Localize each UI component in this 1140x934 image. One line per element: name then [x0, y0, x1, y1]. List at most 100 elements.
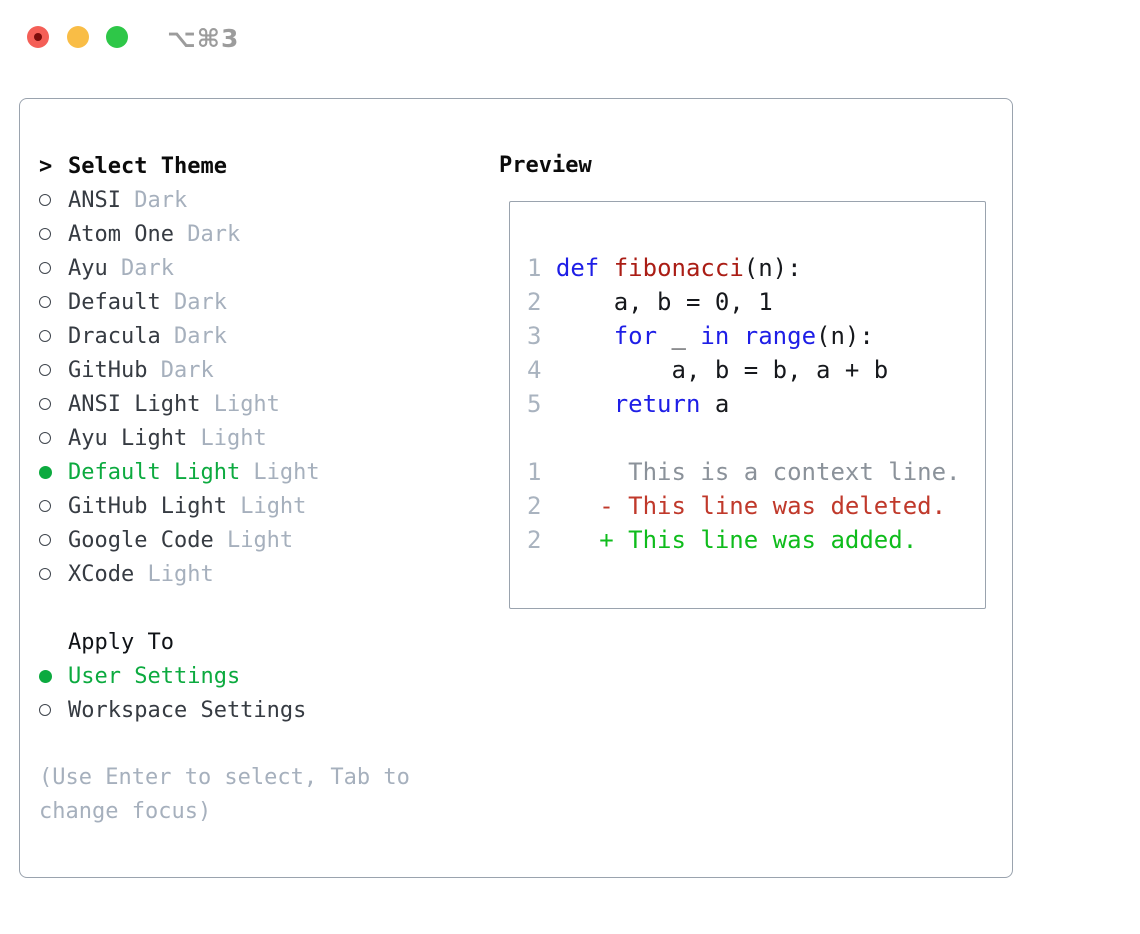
- theme-variant-tag: Dark: [173, 221, 241, 247]
- radio-unselected-icon: [39, 262, 51, 274]
- theme-option[interactable]: ANSI Dark: [39, 183, 320, 217]
- theme-variant-tag: Light: [213, 527, 294, 553]
- marker-cell: >: [39, 154, 68, 179]
- code-segment: a, b = b, a + b: [555, 356, 889, 384]
- radio-selected-icon: [39, 465, 52, 479]
- theme-option[interactable]: Ayu Light Light: [39, 421, 320, 455]
- marker-cell: [39, 262, 68, 274]
- theme-variant-tag: Dark: [107, 255, 174, 281]
- line-number: 3: [527, 322, 556, 350]
- marker-cell: [39, 534, 68, 546]
- radio-unselected-icon: [39, 364, 51, 376]
- theme-option[interactable]: Default Dark: [39, 285, 320, 319]
- theme-option-label: Ayu: [68, 255, 108, 281]
- theme-option[interactable]: Atom One Dark: [39, 217, 320, 251]
- line-number: 1: [527, 458, 556, 486]
- code-segment: a, b = 0, 1: [555, 288, 773, 316]
- marker-cell: [39, 500, 68, 512]
- theme-variant-tag: Dark: [147, 357, 214, 383]
- radio-unselected-icon: [39, 534, 51, 546]
- window-titlebar: ⌥⌘3: [0, 0, 1140, 74]
- theme-option[interactable]: GitHub Dark: [39, 353, 320, 387]
- marker-cell: [39, 704, 68, 716]
- marker-cell: [39, 228, 68, 240]
- code-line: [527, 421, 985, 455]
- code-segment: - This line was deleted.: [555, 492, 947, 520]
- theme-option[interactable]: Ayu Dark: [39, 251, 320, 285]
- theme-variant-tag: Dark: [160, 323, 227, 349]
- zoom-button[interactable]: [106, 26, 128, 48]
- code-segment: for: [613, 322, 658, 350]
- apply-to-option[interactable]: User Settings: [39, 659, 306, 693]
- radio-unselected-icon: [39, 500, 51, 512]
- minimize-button[interactable]: [67, 26, 89, 48]
- marker-cell: [39, 669, 68, 683]
- window-shortcut-label: ⌥⌘3: [167, 24, 240, 53]
- code-segment: return: [613, 390, 701, 418]
- code-segment: [556, 390, 614, 418]
- code-segment: (n):: [743, 254, 802, 282]
- theme-option[interactable]: GitHub Light Light: [39, 489, 320, 523]
- code-line: 3 for _ in range(n):: [527, 319, 985, 353]
- apply-to-option[interactable]: Workspace Settings: [39, 693, 306, 727]
- line-number: 4: [527, 356, 556, 384]
- theme-option[interactable]: Dracula Dark: [39, 319, 320, 353]
- theme-option-label: GitHub: [68, 357, 148, 383]
- theme-option-label: Atom One: [68, 221, 174, 247]
- theme-variant-tag: Light: [226, 493, 307, 519]
- radio-unselected-icon: [39, 398, 51, 410]
- prompt-icon: >: [39, 153, 53, 179]
- line-number: 2: [527, 288, 556, 316]
- theme-option-label: XCode: [68, 561, 135, 587]
- code-line: 4 a, b = b, a + b: [527, 353, 985, 387]
- theme-variant-tag: Light: [200, 391, 280, 417]
- code-segment: fibonacci: [613, 254, 744, 282]
- radio-unselected-icon: [39, 194, 51, 206]
- radio-unselected-icon: [39, 568, 51, 580]
- radio-unselected-icon: [39, 432, 51, 444]
- help-text: (Use Enter to select, Tab to change focu…: [39, 765, 410, 824]
- radio-unselected-icon: [39, 704, 51, 716]
- theme-option-label: Ayu Light: [68, 425, 188, 451]
- line-number: 2: [527, 526, 556, 554]
- theme-option[interactable]: XCode Light: [39, 557, 320, 591]
- code-segment: _: [657, 322, 701, 350]
- marker-cell: [39, 568, 68, 580]
- code-line: 1 This is a context line.: [527, 455, 985, 489]
- radio-unselected-icon: [39, 330, 51, 342]
- radio-selected-icon: [39, 669, 52, 683]
- theme-list-header-label: Select Theme: [68, 153, 227, 179]
- code-segment: + This line was added.: [555, 526, 918, 554]
- theme-option[interactable]: ANSI Light Light: [39, 387, 320, 421]
- marker-cell: [39, 194, 68, 206]
- marker-cell: [39, 364, 68, 376]
- apply-to-option-label: User Settings: [68, 663, 241, 689]
- theme-option-label: Google Code: [68, 527, 214, 553]
- theme-option-label: ANSI: [68, 187, 121, 213]
- close-modified-dot-icon: [34, 33, 42, 41]
- code-line: 2 a, b = 0, 1: [527, 285, 985, 319]
- code-segment: [729, 322, 743, 350]
- code-segment: (n):: [816, 322, 874, 350]
- line-number: 5: [527, 390, 556, 418]
- apply-to-header-label: Apply To: [68, 629, 174, 655]
- code-segment: range: [743, 322, 817, 350]
- theme-option[interactable]: Google Code Light: [39, 523, 320, 557]
- code-line: 5 return a: [527, 387, 985, 421]
- code-segment: a: [700, 390, 730, 418]
- close-button[interactable]: [27, 26, 49, 48]
- theme-option-label: ANSI Light: [68, 391, 201, 417]
- code-line: 1 def fibonacci(n):: [527, 251, 985, 285]
- line-number: 1: [527, 254, 556, 282]
- code-segment: in: [700, 322, 730, 350]
- theme-variant-tag: Dark: [120, 187, 188, 213]
- theme-variant-tag: Light: [240, 459, 320, 485]
- radio-unselected-icon: [39, 228, 51, 240]
- theme-option[interactable]: Default Light Light: [39, 455, 320, 489]
- theme-option-label: Default Light: [68, 459, 241, 485]
- marker-cell: [39, 398, 68, 410]
- code-segment: This is a context line.: [555, 458, 961, 486]
- apply-to-header: Apply To: [39, 625, 306, 659]
